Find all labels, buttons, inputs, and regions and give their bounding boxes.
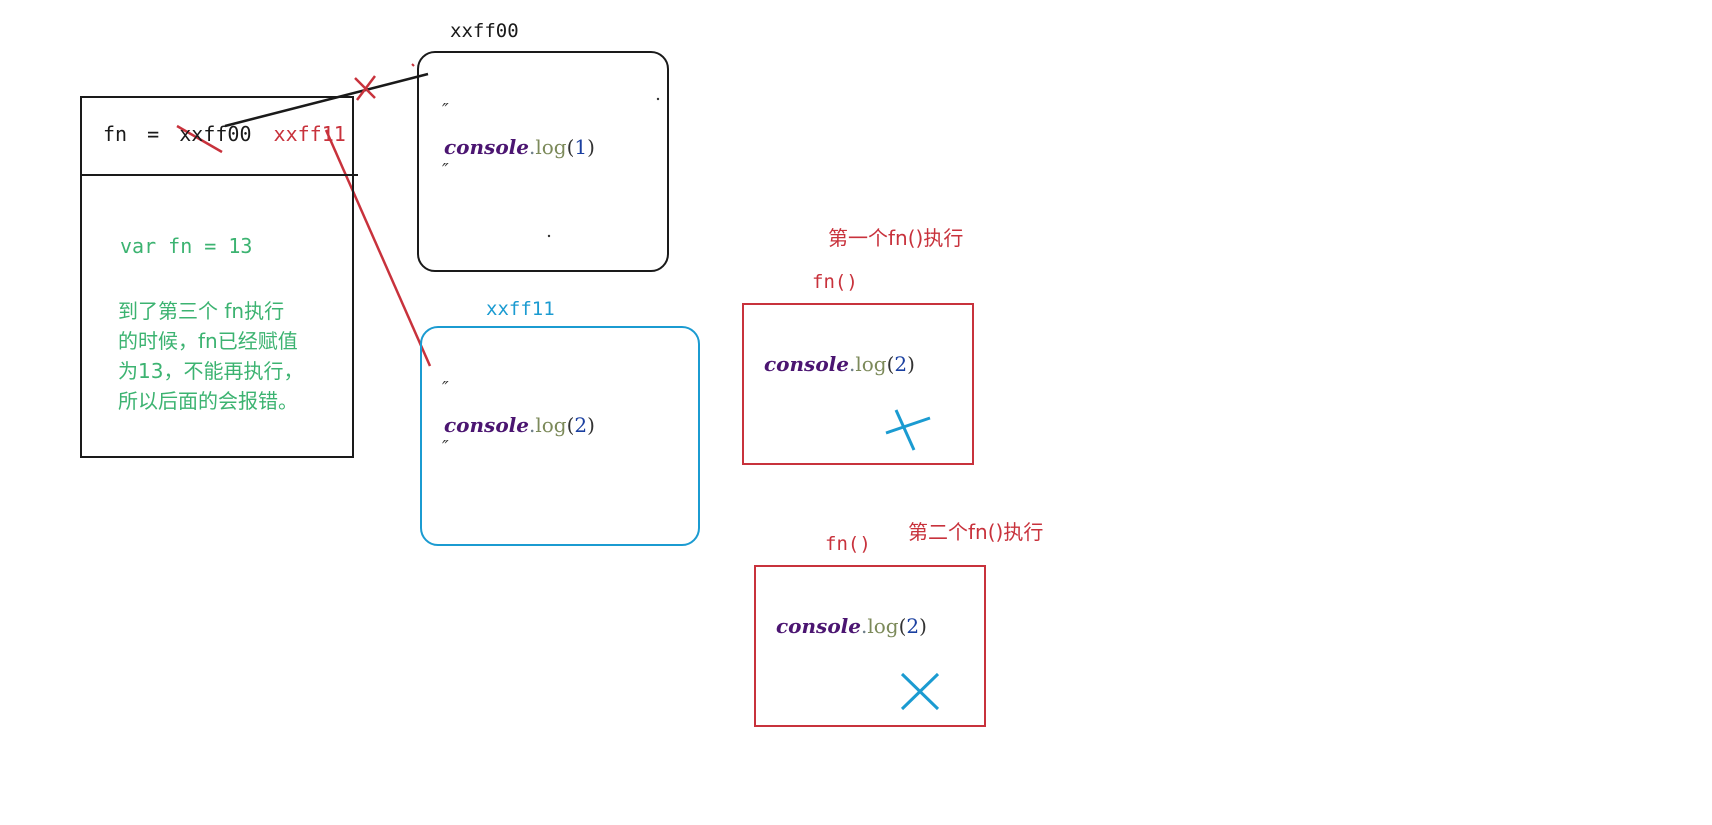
exec-first-box: [742, 303, 974, 465]
heap-xxff11-close-quote: ″: [442, 437, 449, 458]
code-method: log: [867, 614, 899, 638]
exec-second-title: 第二个fn()执行: [908, 516, 1043, 545]
exec-first-title: 第一个fn()执行: [828, 222, 963, 251]
code-paren-open: (: [566, 413, 575, 437]
pointer-cut-mark-dot: [411, 63, 415, 67]
variable-box: [80, 96, 358, 458]
explanation-line: 到了第三个 fn执行: [118, 299, 285, 323]
exec-second-title-text: 第二个fn()执行: [908, 520, 1044, 544]
heap-xxff11-open-quote: ″: [442, 378, 449, 399]
code-dot: .: [528, 135, 536, 159]
variable-box-divider: [80, 174, 358, 176]
code-dot: .: [528, 413, 536, 437]
fn-name: fn: [103, 122, 128, 146]
exec-second-cross-b: [900, 672, 940, 711]
exec-second-box: [754, 565, 986, 727]
code-paren-close: ): [907, 352, 915, 376]
code-paren-close: ): [587, 135, 595, 159]
code-method: log: [535, 413, 567, 437]
heap-xxff00-code: console.log(1): [444, 135, 595, 159]
old-address: xxff00: [179, 122, 252, 146]
code-object: console: [444, 413, 529, 437]
pointer-cut-mark-b: [356, 75, 376, 101]
code-arg: 1: [574, 135, 588, 159]
old-address-strike: [176, 124, 223, 154]
heap-xxff11-box: [420, 326, 700, 546]
exec-second-code: console.log(2): [776, 614, 927, 638]
code-dot: .: [860, 614, 868, 638]
code-object: console: [776, 614, 861, 638]
explanation-text: 到了第三个 fn执行 的时候，fn已经赋值 为13，不能再执行， 所以后面的会报…: [118, 296, 303, 416]
fn-equals: =: [147, 122, 160, 146]
new-address: xxff11: [273, 122, 346, 146]
code-paren-open: (: [898, 614, 907, 638]
code-arg: 2: [574, 413, 588, 437]
exec-first-call-label: fn(): [812, 271, 858, 293]
code-arg: 2: [906, 614, 920, 638]
stray-dot-a: [656, 97, 660, 101]
code-arg: 2: [894, 352, 908, 376]
explanation-line: 的时候，fn已经赋值: [118, 329, 298, 353]
code-paren-close: ): [919, 614, 927, 638]
heap-xxff00-close-quote: ″: [442, 160, 449, 181]
code-object: console: [764, 352, 849, 376]
pointer-line-new: [324, 129, 432, 367]
code-dot: .: [848, 352, 856, 376]
exec-second-call-label: fn(): [825, 533, 871, 555]
code-paren-open: (: [886, 352, 895, 376]
code-method: log: [855, 352, 887, 376]
exec-first-cross-a: [894, 409, 916, 451]
code-object: console: [444, 135, 529, 159]
heap-xxff11-label: xxff11: [486, 298, 555, 320]
code-paren-open: (: [566, 135, 575, 159]
heap-xxff00-label: xxff00: [450, 20, 519, 42]
reassign-code: var fn = 13: [120, 234, 253, 258]
pointer-line-old: [224, 72, 429, 128]
exec-first-code: console.log(2): [764, 352, 915, 376]
explanation-line: 所以后面的会报错。: [118, 389, 298, 413]
fn-assignment: fn = xxff00 xxff11: [103, 122, 346, 146]
stray-dot-b: [547, 234, 551, 238]
code-method: log: [535, 135, 567, 159]
exec-first-title-text: 第一个fn()执行: [828, 226, 964, 250]
heap-xxff00-box: [417, 51, 669, 272]
heap-xxff00-open-quote: ″: [442, 100, 449, 121]
exec-first-cross-b: [885, 416, 931, 435]
code-paren-close: ): [587, 413, 595, 437]
heap-xxff11-code: console.log(2): [444, 413, 595, 437]
explanation-line: 为13，不能再执行，: [118, 359, 304, 383]
